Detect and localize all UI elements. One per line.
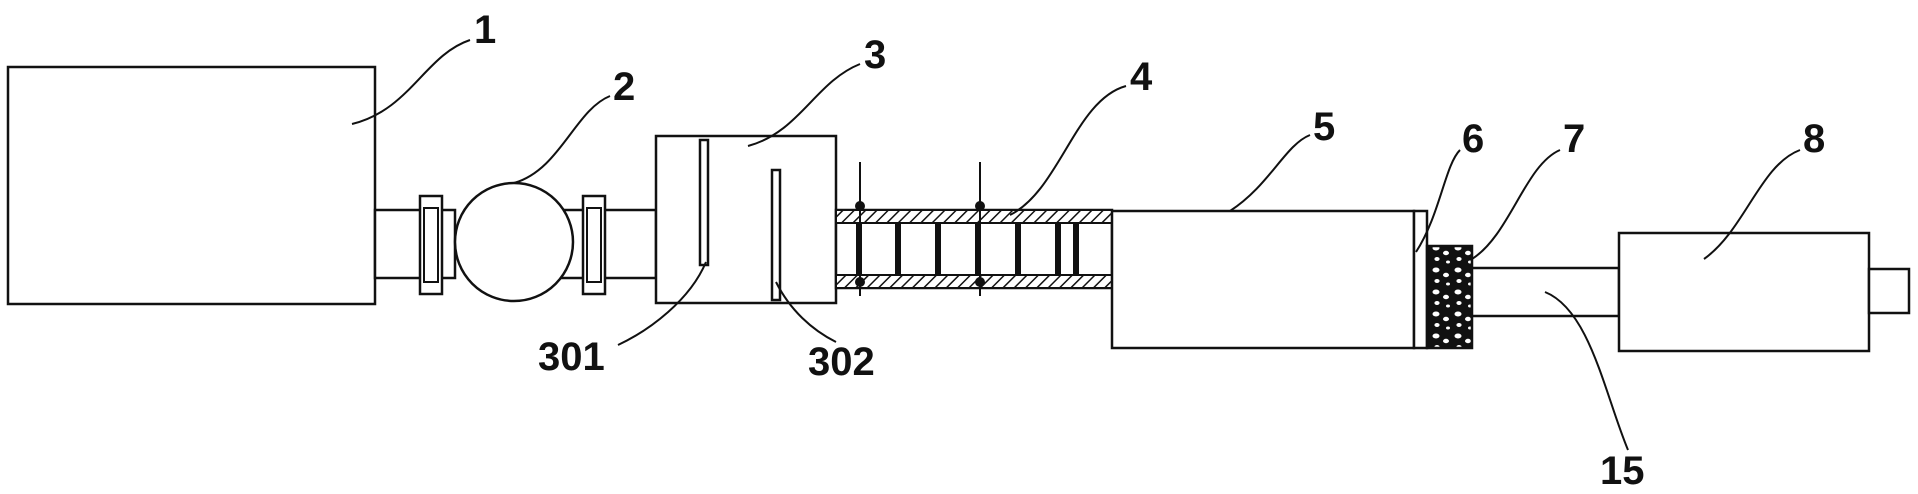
leader-3 <box>747 63 861 147</box>
leader-lines <box>351 39 1801 451</box>
tube-4-clamps <box>855 162 985 296</box>
leader-1 <box>351 39 471 125</box>
flange-left-inner <box>423 207 439 283</box>
flange-right-inner <box>586 207 602 283</box>
component-6-plate <box>1412 209 1429 350</box>
leader-8 <box>1703 149 1801 260</box>
label-5: 5 <box>1313 105 1335 149</box>
tube-4-baffles <box>856 223 1079 275</box>
component-15-pipe <box>1470 266 1621 318</box>
leader-15 <box>1544 291 1629 451</box>
label-302: 302 <box>808 340 875 384</box>
flange-left <box>418 194 444 296</box>
label-6: 6 <box>1462 117 1484 161</box>
label-4: 4 <box>1130 55 1153 99</box>
leader-6 <box>1415 149 1461 253</box>
leader-5 <box>1229 134 1311 212</box>
baffle-301 <box>698 138 710 267</box>
leader-302 <box>775 281 837 343</box>
component-5-chamber <box>1110 209 1416 350</box>
label-7: 7 <box>1563 117 1585 161</box>
label-15: 15 <box>1600 449 1645 493</box>
label-2: 2 <box>613 65 635 109</box>
component-2-pump <box>453 181 575 303</box>
label-301: 301 <box>538 335 605 379</box>
leader-301 <box>617 261 707 346</box>
component-8-stub <box>1867 267 1911 315</box>
leader-2 <box>513 95 611 184</box>
component-1-tank <box>6 65 377 306</box>
tube-4-lower-wall <box>835 274 1113 289</box>
flange-right <box>581 194 607 296</box>
component-7-filter <box>1425 244 1474 350</box>
baffle-302 <box>770 168 782 302</box>
tube-4-upper-wall <box>835 209 1113 224</box>
label-3: 3 <box>864 33 886 77</box>
leader-7 <box>1471 149 1561 260</box>
leader-4 <box>1009 85 1127 216</box>
label-1: 1 <box>474 8 496 52</box>
label-8: 8 <box>1803 117 1825 161</box>
component-8-unit <box>1617 231 1871 353</box>
pump-outlet-pipe <box>558 208 658 280</box>
component-3-box <box>654 134 838 305</box>
